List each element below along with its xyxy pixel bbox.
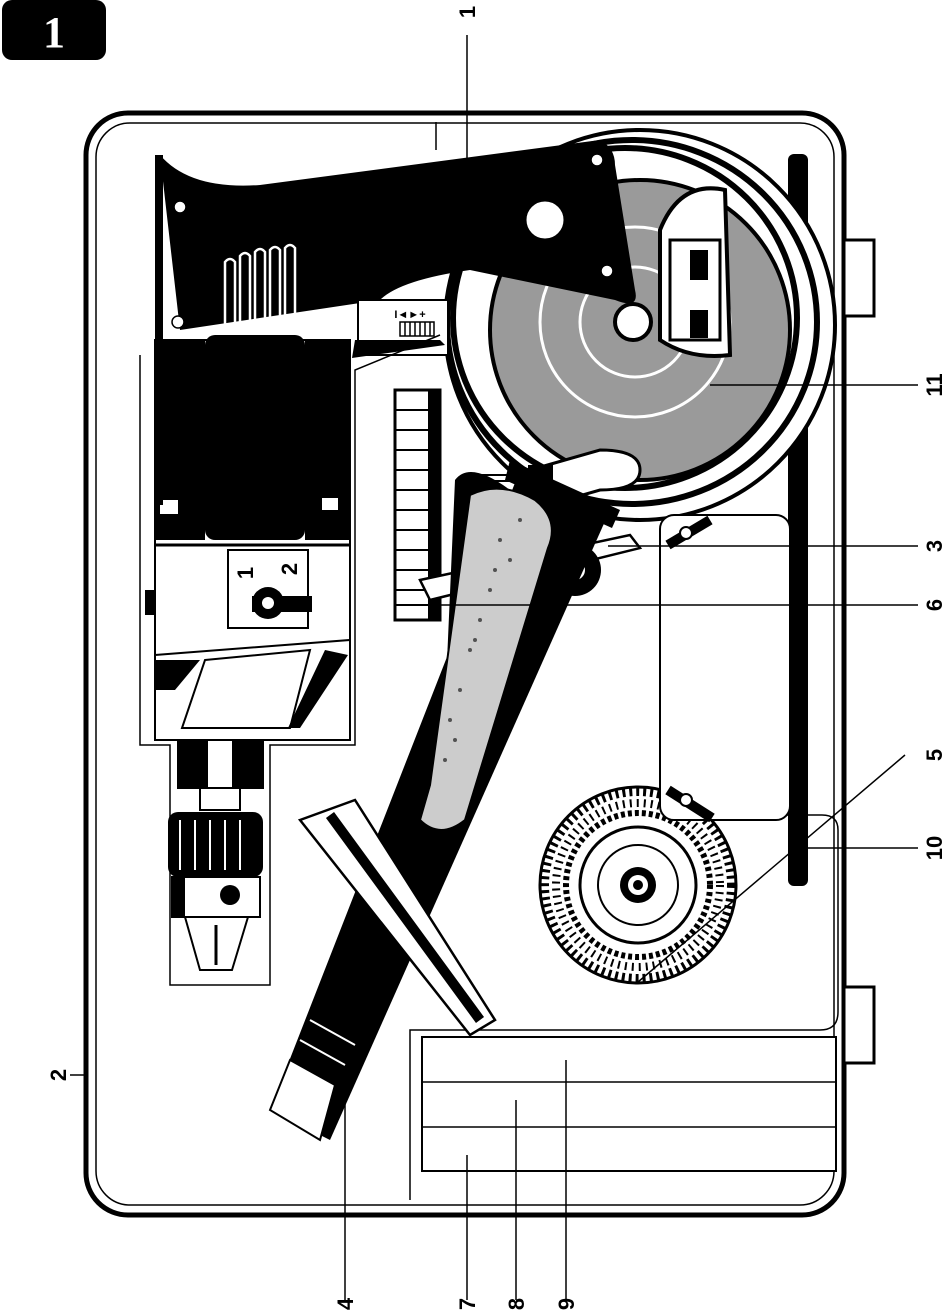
callout-10: 10 [922, 836, 947, 860]
callouts: 1 2 3 4 5 6 7 8 9 10 11 [46, 6, 947, 1310]
callout-3: 3 [922, 540, 947, 552]
callout-8: 8 [504, 1298, 529, 1310]
switch-mark-1: 1 [233, 567, 258, 579]
figure-number: 1 [43, 8, 65, 57]
tray-outline [409, 122, 839, 1200]
wire-brush [538, 785, 738, 985]
callout-5: 5 [922, 749, 947, 761]
drill-cutout [139, 334, 441, 986]
hinge-bottom [842, 985, 876, 1065]
dial-marks: I◄►+ [394, 309, 425, 321]
callout-7: 7 [455, 1298, 480, 1310]
callout-9: 9 [554, 1298, 579, 1310]
callout-6: 6 [922, 599, 947, 611]
figure-badge: 1 [2, 0, 106, 60]
callout-1: 1 [455, 6, 480, 18]
callout-2: 2 [46, 1069, 71, 1081]
leader-lines [70, 35, 918, 1300]
callout-4: 4 [333, 1297, 358, 1310]
switch-mark-2: 2 [277, 563, 302, 575]
accessory-drawer [659, 514, 791, 823]
callout-11: 11 [922, 373, 947, 396]
auxiliary-handle [268, 460, 620, 1142]
drill: 1 2 I◄►+ [145, 140, 636, 971]
hinge-top [842, 238, 876, 318]
label-plates [421, 1036, 837, 1172]
